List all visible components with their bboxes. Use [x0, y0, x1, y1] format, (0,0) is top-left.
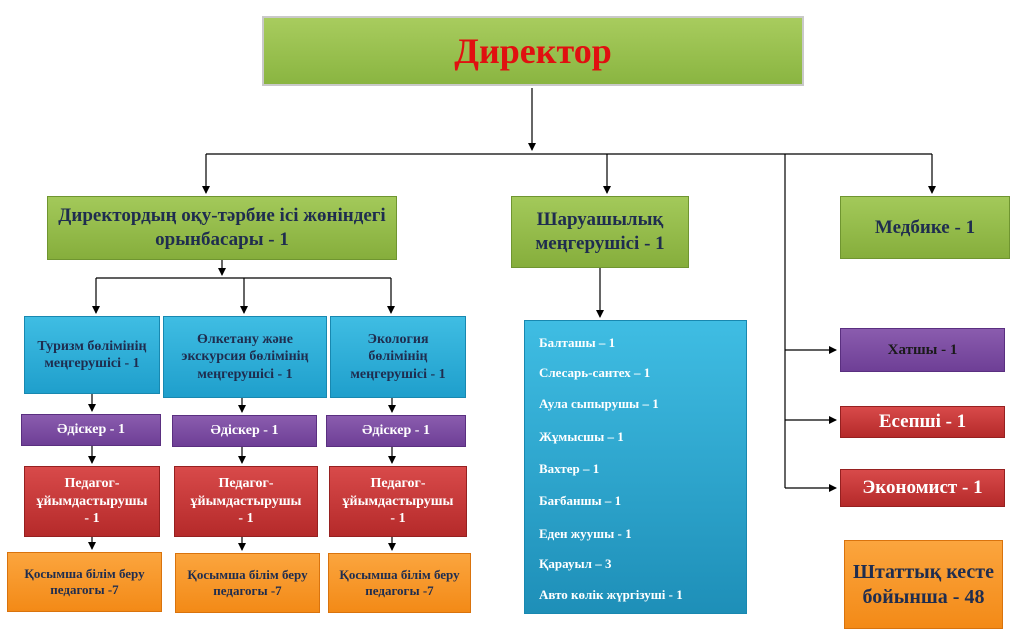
- accountant-box: Есепші - 1: [840, 406, 1005, 438]
- staff-item: Еден жуушы - 1: [539, 526, 632, 541]
- teachers-box-3: Қосымша білім беру педагогы -7: [328, 553, 471, 613]
- methodist-box-2: Әдіскер - 1: [172, 415, 317, 447]
- organizer-box-1: Педагог-ұйымдастырушы - 1: [24, 466, 160, 537]
- staff-item: Жұмысшы – 1: [539, 429, 624, 444]
- staff-item: Авто көлік жүргізуші - 1: [539, 587, 683, 602]
- staff-item: Слесарь-сантех – 1: [539, 365, 651, 380]
- economist-box: Экономист - 1: [840, 469, 1005, 507]
- staff-item: Аула сыпырушы – 1: [539, 396, 659, 411]
- organizer-box-3: Педагог-ұйымдастырушы - 1: [329, 466, 467, 537]
- staff-item: Вахтер – 1: [539, 461, 600, 476]
- nurse-box: Медбике - 1: [840, 196, 1010, 259]
- methodist-box-1: Әдіскер - 1: [21, 414, 161, 446]
- staff-item: Балташы – 1: [539, 335, 616, 350]
- ecology-head-box: Экология бөлімінің меңгерушісі - 1: [330, 316, 466, 398]
- director-box: Директор: [262, 16, 804, 86]
- household-head-box: Шаруашылық меңгерушісі - 1: [511, 196, 689, 268]
- staff-list: Балташы – 1 Слесарь-сантех – 1 Аула сыпы…: [524, 320, 747, 614]
- teachers-box-2: Қосымша білім беру педагогы -7: [175, 553, 320, 613]
- methodist-box-3: Әдіскер - 1: [326, 415, 466, 447]
- total-staff-box: Штаттық кесте бойынша - 48: [844, 540, 1003, 629]
- teachers-box-1: Қосымша білім беру педагогы -7: [7, 552, 162, 612]
- staff-item: Бағбаншы – 1: [539, 493, 622, 508]
- local-history-head-box: Өлкетану және экскурсия бөлімінің меңгер…: [163, 316, 327, 398]
- secretary-box: Хатшы - 1: [840, 328, 1005, 372]
- tourism-head-box: Туризм бөлімінің меңгерушісі - 1: [24, 316, 160, 394]
- organizer-box-2: Педагог-ұйымдастырушы - 1: [174, 466, 318, 537]
- staff-item: Қарауыл – 3: [539, 556, 612, 571]
- deputy-box: Директордың оқу-тәрбие ісі жөніндегі оры…: [47, 196, 397, 260]
